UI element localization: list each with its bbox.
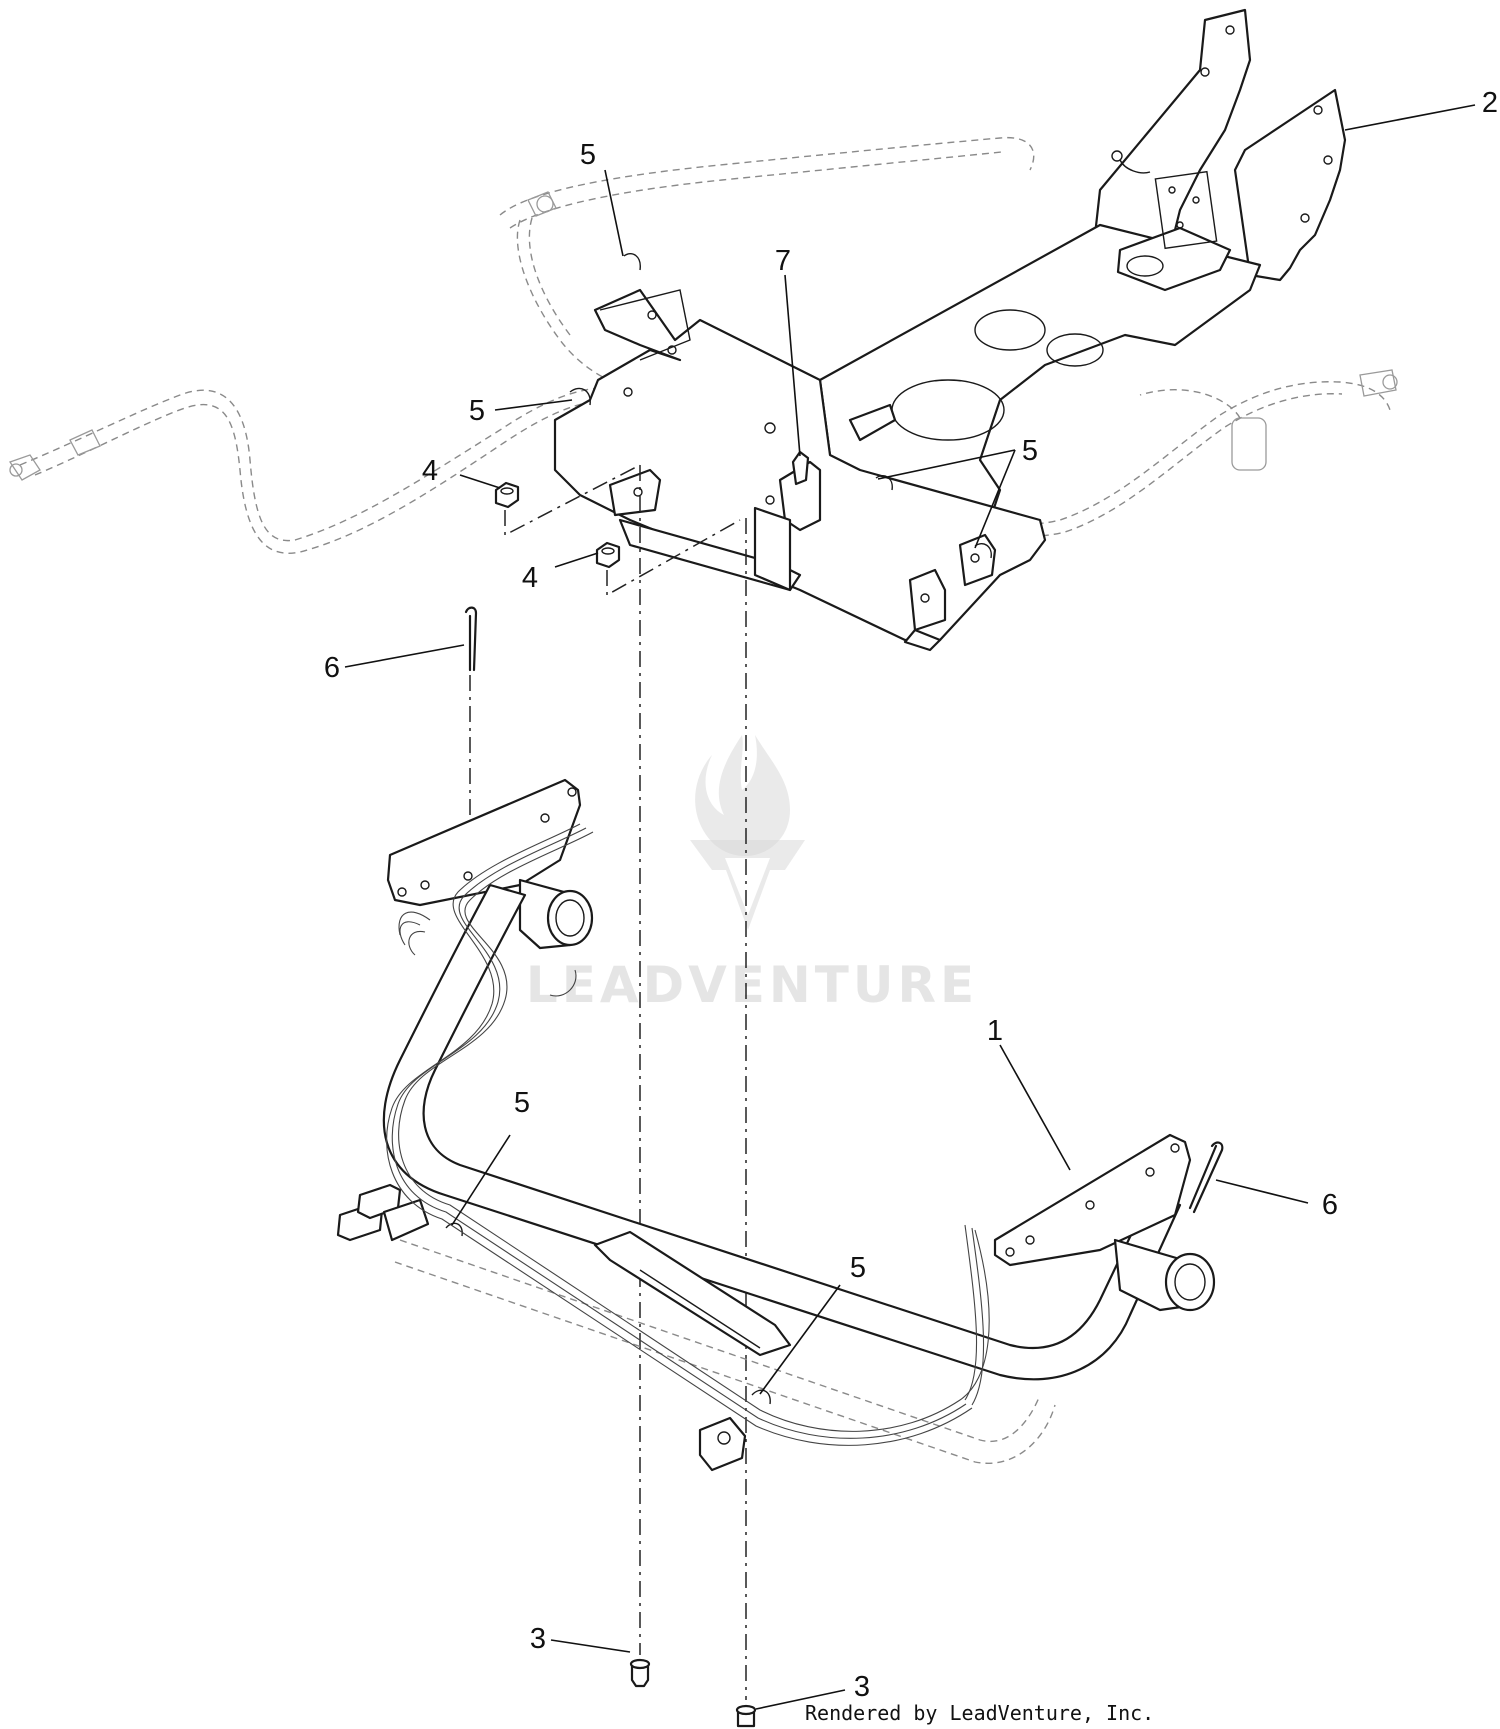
bolts <box>629 1658 757 1728</box>
pivot-bracket <box>336 778 1216 1472</box>
callout-3-upper: 3 <box>530 1623 546 1655</box>
watermark: LEADVENTURE <box>526 735 978 1014</box>
render-credit: Rendered by LeadVenture, Inc. <box>805 1701 1154 1725</box>
watermark-v-icon <box>690 840 805 930</box>
cotter-pin-6-a <box>464 606 478 672</box>
nut-4-a <box>494 481 520 509</box>
wire-harness-lower <box>386 823 990 1446</box>
callout-4-lower: 4 <box>522 562 538 594</box>
callout-5-lower-left: 5 <box>514 1087 530 1119</box>
nut-4-b <box>595 541 621 569</box>
callout-6-lower: 6 <box>1322 1189 1338 1221</box>
callout-6-upper: 6 <box>324 652 340 684</box>
cotter-pin-6-b <box>1188 1141 1224 1214</box>
callout-3-lower: 3 <box>854 1671 870 1703</box>
callouts: 1 2 3 3 4 4 5 5 5 5 5 6 6 7 <box>324 87 1498 1703</box>
nuts <box>494 481 621 569</box>
watermark-text: LEADVENTURE <box>526 956 978 1014</box>
frame-assembly <box>553 8 1347 652</box>
watermark-flame-icon <box>695 735 790 857</box>
callout-2: 2 <box>1482 87 1498 119</box>
callout-5-top: 5 <box>580 139 596 171</box>
cotter-pins <box>464 606 1224 1214</box>
callout-1: 1 <box>987 1015 1003 1047</box>
leader-lines <box>344 104 1476 1710</box>
assembly-lines <box>469 464 747 1700</box>
callout-5-lower-right: 5 <box>850 1252 866 1284</box>
callout-5-right: 5 <box>1022 435 1038 467</box>
callout-4-upper: 4 <box>422 455 438 487</box>
callout-7: 7 <box>775 245 791 277</box>
callout-5-left: 5 <box>469 395 485 427</box>
